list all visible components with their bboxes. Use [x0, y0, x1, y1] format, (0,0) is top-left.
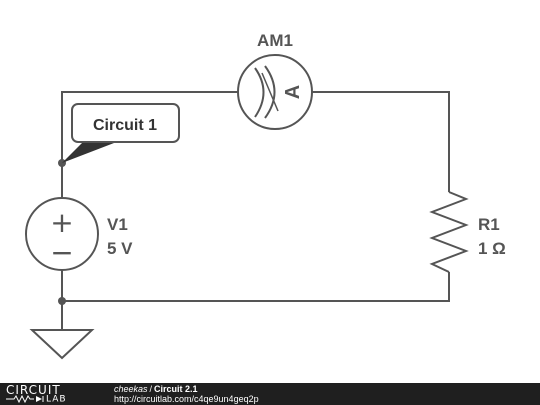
- wire-top-left: [61, 91, 238, 163]
- footer-bar: CIRCUIT LAB cheekas/Circuit 2.1 http://c…: [0, 383, 540, 405]
- footer-info: cheekas/Circuit 2.1 http://circuitlab.co…: [114, 384, 259, 404]
- node-callout[interactable]: Circuit 1: [62, 103, 180, 163]
- circuit-url-link[interactable]: http://circuitlab.com/c4qe9un4geq2p: [114, 394, 259, 404]
- source-minus-sign: −: [50, 236, 73, 269]
- circuit-schematic: + − V1 5 V A AM1 R1 1 Ω Circuit 1: [25, 31, 506, 360]
- callout-label: Circuit 1: [93, 117, 157, 134]
- logo-text-lab: LAB: [6, 394, 67, 405]
- footer-separator: /: [149, 384, 153, 394]
- author-link[interactable]: cheekas: [114, 384, 148, 394]
- callout-pointer: [62, 143, 114, 163]
- source-name-label: V1: [107, 215, 128, 234]
- circuitlab-logo[interactable]: CIRCUIT LAB: [6, 384, 96, 404]
- source-value-label: 5 V: [107, 239, 133, 258]
- source-plus-sign: +: [50, 206, 73, 239]
- junction-node-bottom: [58, 297, 66, 305]
- logo-lab-word: LAB: [46, 394, 67, 405]
- wire-right-bottom: [62, 272, 450, 302]
- resistor-value-label: 1 Ω: [478, 239, 506, 258]
- ammeter-am1[interactable]: A: [237, 54, 313, 130]
- resistor-name-label: R1: [478, 215, 500, 234]
- ammeter-name-label: AM1: [257, 31, 293, 50]
- ammeter-symbol: A: [282, 85, 304, 99]
- wire-top-right: [312, 91, 450, 192]
- voltage-source-v1[interactable]: + −: [25, 197, 99, 271]
- ground-symbol[interactable]: [29, 329, 95, 360]
- resistor-icon: [6, 394, 44, 404]
- logo-text-circuit: CIRCUIT: [6, 383, 61, 397]
- resistor-r1[interactable]: [429, 191, 469, 273]
- circuit-title-link[interactable]: Circuit 2.1: [154, 384, 198, 394]
